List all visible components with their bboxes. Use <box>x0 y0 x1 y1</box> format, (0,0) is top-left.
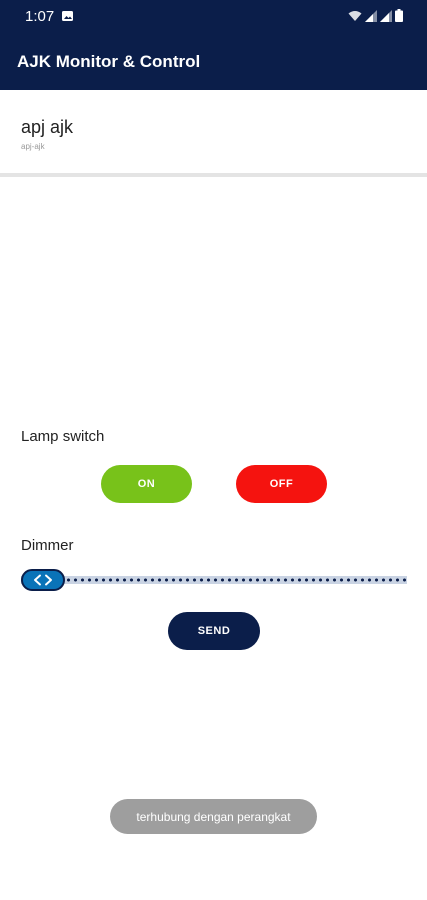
dimmer-slider-handle[interactable] <box>21 569 65 591</box>
device-name: apj ajk <box>21 117 74 137</box>
status-bar: 1:07 <box>0 0 427 34</box>
app-bar: AJK Monitor & Control <box>0 34 427 90</box>
device-panel: apj ajk apj-ajk <box>0 90 427 172</box>
signal-icon <box>380 10 392 22</box>
signal-icon <box>365 10 377 22</box>
send-button[interactable]: SEND <box>168 612 260 650</box>
status-time: 1:07 <box>25 8 55 25</box>
chevron-left-right-icon <box>34 574 52 586</box>
lamp-switch-label: Lamp switch <box>21 428 105 445</box>
device-id: apj-ajk <box>21 142 45 151</box>
dimmer-slider-track[interactable] <box>21 576 407 584</box>
lamp-on-button[interactable]: ON <box>101 465 192 503</box>
battery-icon <box>395 9 403 22</box>
image-notification-icon <box>62 11 73 21</box>
divider <box>0 173 427 177</box>
dimmer-slider[interactable] <box>21 569 407 591</box>
dimmer-label: Dimmer <box>21 537 74 554</box>
status-icons <box>348 9 403 22</box>
lamp-off-button[interactable]: OFF <box>236 465 327 503</box>
wifi-icon <box>348 11 362 21</box>
app-title: AJK Monitor & Control <box>17 52 201 71</box>
connection-toast: terhubung dengan perangkat <box>110 799 317 834</box>
